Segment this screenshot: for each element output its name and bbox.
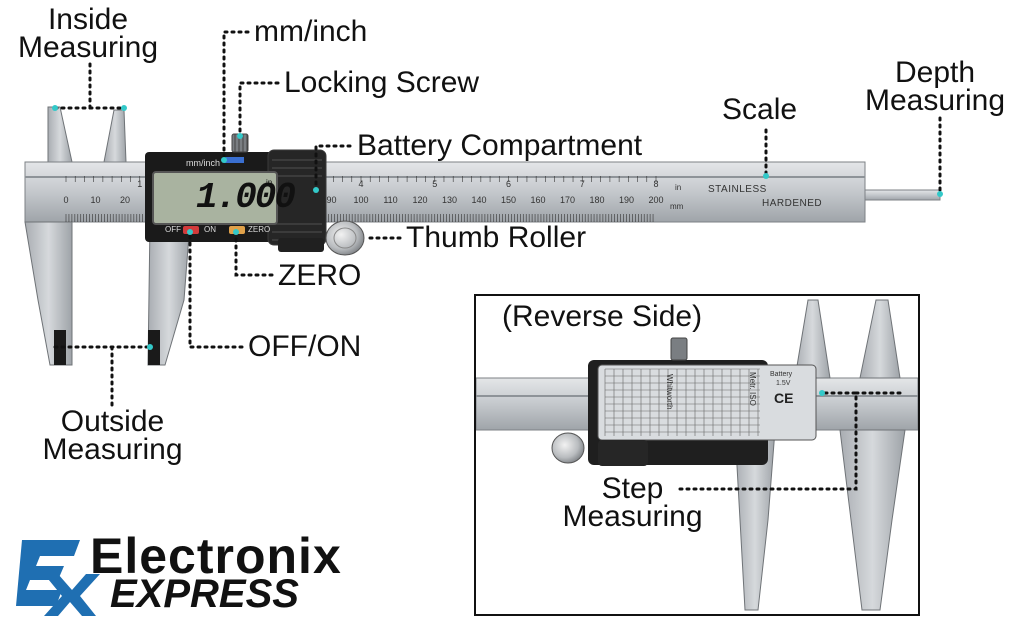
leader-battery: [314, 144, 352, 190]
logo-electronix: Electronix: [90, 528, 342, 584]
label-inside-line2: Measuring: [17, 31, 159, 64]
on-text: ON: [204, 225, 216, 234]
depth-rod: [864, 189, 941, 201]
off-text: OFF: [165, 225, 181, 234]
inch-tick-label: 8: [653, 179, 658, 189]
locking-screw[interactable]: [231, 133, 249, 153]
battery-voltage-text: 1.5V: [776, 380, 791, 387]
spec-plate: [597, 364, 817, 441]
mm-tick-label: 160: [530, 195, 545, 205]
mm-tick-label: 180: [589, 195, 604, 205]
inside-jaw-fixed: [47, 106, 73, 163]
target-dots: [52, 105, 943, 396]
label-depth-line2: Measuring: [864, 84, 1006, 117]
label-depth-line1: Depth: [894, 56, 976, 89]
label-step-line2: Measuring: [562, 500, 703, 533]
in-unit-text: in: [675, 183, 682, 192]
ce-mark: CE: [774, 390, 794, 406]
mm-tick-label: 100: [353, 195, 368, 205]
mm-inch-button-label: mm/inch: [186, 158, 221, 168]
leader-inside: [53, 62, 92, 110]
inch-tick-label: 6: [506, 179, 511, 189]
lcd-unit: in: [266, 178, 273, 187]
metric-text: Metr. ISO: [748, 372, 757, 406]
zero-text: ZERO: [248, 225, 271, 234]
label-outside-line2: Measuring: [42, 433, 183, 466]
mm-tick-label: 130: [442, 195, 457, 205]
mm-inch-button[interactable]: [224, 157, 244, 163]
inch-tick-label: 4: [358, 179, 363, 189]
leader-zero: [234, 232, 274, 277]
leader-lines: [53, 30, 942, 491]
label-reverse-side: (Reverse Side): [502, 300, 703, 333]
mm-tick-label: 110: [383, 195, 397, 205]
label-inside-line1: Inside: [47, 3, 129, 36]
label-off-on: OFF/ON: [248, 330, 362, 363]
mm-tick-label: 170: [560, 195, 575, 205]
hardened-text: HARDENED: [762, 198, 823, 209]
label-outside-measuring: Outside Measuring: [30, 405, 195, 466]
leader-step: [678, 391, 858, 491]
label-step-line1: Step: [601, 472, 664, 505]
leader-locking-screw: [238, 81, 280, 136]
thumb-roller[interactable]: [325, 220, 365, 256]
label-thumb-roller: Thumb Roller: [406, 221, 587, 254]
logo-express: EXPRESS: [110, 572, 299, 616]
lcd-screen: [152, 171, 278, 225]
whitworth-text: Whitworth: [665, 374, 674, 410]
stainless-text: STAINLESS: [708, 184, 767, 195]
mm-tick-label: 120: [412, 195, 427, 205]
mm-tick-label: 200: [648, 195, 663, 205]
mm-unit-text: mm: [670, 202, 684, 211]
label-depth-measuring: Depth Measuring: [855, 56, 1015, 117]
main-caliper: 0102030405060708090100110120130140150160…: [24, 106, 941, 366]
mm-tick-label: 140: [471, 195, 486, 205]
mm-tick-label: 90: [326, 195, 336, 205]
inch-tick-label: 5: [432, 179, 437, 189]
lcd-readout: 1.000: [196, 177, 296, 218]
label-step-measuring: Step Measuring: [550, 472, 715, 533]
label-battery-compartment: Battery Compartment: [357, 129, 643, 162]
reverse-side-inset: [474, 294, 920, 616]
inside-jaw-moving: [103, 109, 127, 163]
label-mm-inch: mm/inch: [254, 15, 368, 48]
label-locking-screw: Locking Screw: [284, 66, 480, 99]
inch-tick-label: 7: [580, 179, 585, 189]
mm-tick-label: 20: [120, 195, 130, 205]
label-outside-line1: Outside: [60, 405, 165, 438]
inch-tick-label: 1: [137, 179, 142, 189]
label-scale: Scale: [722, 93, 798, 126]
battery-text: Battery: [770, 371, 793, 378]
leader-off-on: [188, 232, 244, 349]
mm-tick-label: 150: [501, 195, 516, 205]
mm-tick-label: 10: [90, 195, 100, 205]
electronix-express-logo-mark: [16, 540, 100, 616]
label-inside-measuring: Inside Measuring: [8, 3, 168, 64]
mm-tick-label: 190: [619, 195, 634, 205]
mm-tick-label: 0: [63, 195, 68, 205]
label-zero: ZERO: [278, 259, 362, 292]
leader-mm-inch: [222, 30, 250, 160]
